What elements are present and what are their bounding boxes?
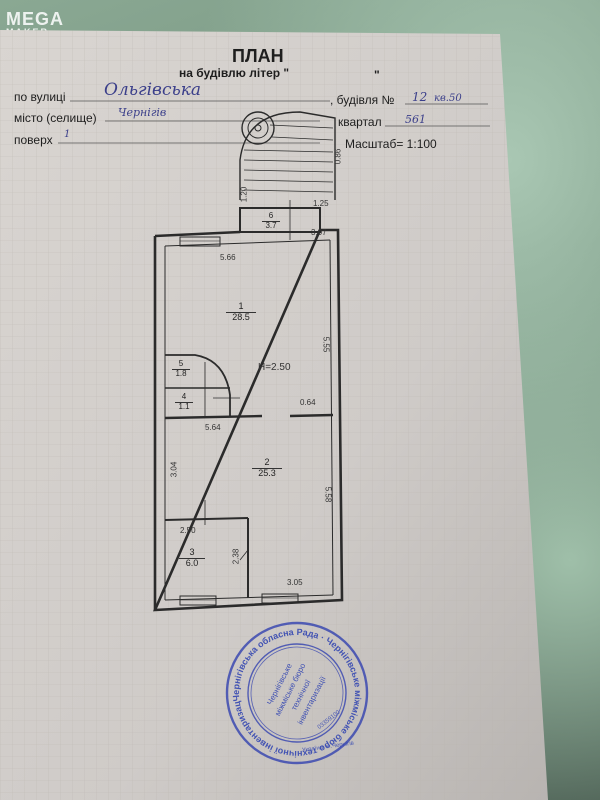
dim-3-04: 3.04 (169, 461, 179, 478)
room-2-label: 2 25.3 (252, 457, 282, 479)
floor-label: поверх (14, 133, 53, 147)
building-extra: кв.50 (434, 93, 462, 104)
dim-5-55: 5.55 (321, 336, 331, 353)
plan-subtitle: на будівлю літер " (179, 66, 290, 80)
plan-subtitle-close: " (374, 68, 380, 82)
ceiling-height-note: H=2.50 (258, 362, 291, 373)
scale-label: Масштаб= 1:100 (345, 137, 437, 151)
room-area: 25.3 (258, 467, 276, 478)
dim-0-64: 0.64 (300, 398, 316, 407)
room-area: 1.1 (178, 401, 190, 411)
room-6-label: 6 3.7 (262, 211, 280, 231)
building-value: 12 (412, 90, 428, 104)
dim-1-25: 1.25 (313, 199, 329, 208)
street-label: по вулиці (14, 90, 66, 104)
room-number: 6 (262, 211, 280, 222)
dim-2-50: 2.50 (180, 526, 196, 535)
dim-5-58: 5.58 (323, 486, 333, 503)
dim-3-05: 3.05 (287, 578, 303, 587)
room-number: 1 (226, 301, 256, 313)
room-number: 5 (172, 359, 190, 370)
plan-title: ПЛАН (232, 46, 284, 66)
floor-value: 1 (64, 129, 71, 140)
street-value: Ольгівська (104, 80, 202, 100)
dim-0-86: 0.86 (333, 148, 343, 165)
room-number: 2 (252, 457, 282, 469)
room-area: 3.7 (265, 220, 277, 230)
room-3-label: 3 6.0 (179, 547, 205, 569)
room-4-label: 4 1.1 (175, 392, 193, 412)
room-1-label: 1 28.5 (226, 301, 256, 323)
city-value: Чернігів (118, 106, 167, 119)
room-5-label: 5 1.8 (172, 359, 190, 379)
room-area: 1.8 (175, 368, 187, 378)
block-label: квартал (338, 115, 382, 129)
dim-5-64: 5.64 (205, 423, 221, 432)
dim-2-38: 2.38 (231, 548, 241, 565)
dim-3-07: 3.07 (311, 228, 327, 237)
block-value: 561 (405, 113, 426, 126)
room-area: 6.0 (185, 557, 199, 568)
official-stamp: Чернігівська обласна Рада · Чернігівське… (222, 618, 372, 768)
building-label: , будівля № (330, 93, 395, 107)
room-number: 4 (175, 392, 193, 403)
watermark-line1: MEGA (6, 9, 64, 29)
room-number: 3 (179, 547, 205, 559)
city-label: місто (селище) (14, 111, 97, 125)
dim-1-20: 1.20 (239, 186, 249, 203)
room-area: 28.5 (232, 311, 250, 322)
dim-5-66: 5.66 (220, 253, 236, 262)
